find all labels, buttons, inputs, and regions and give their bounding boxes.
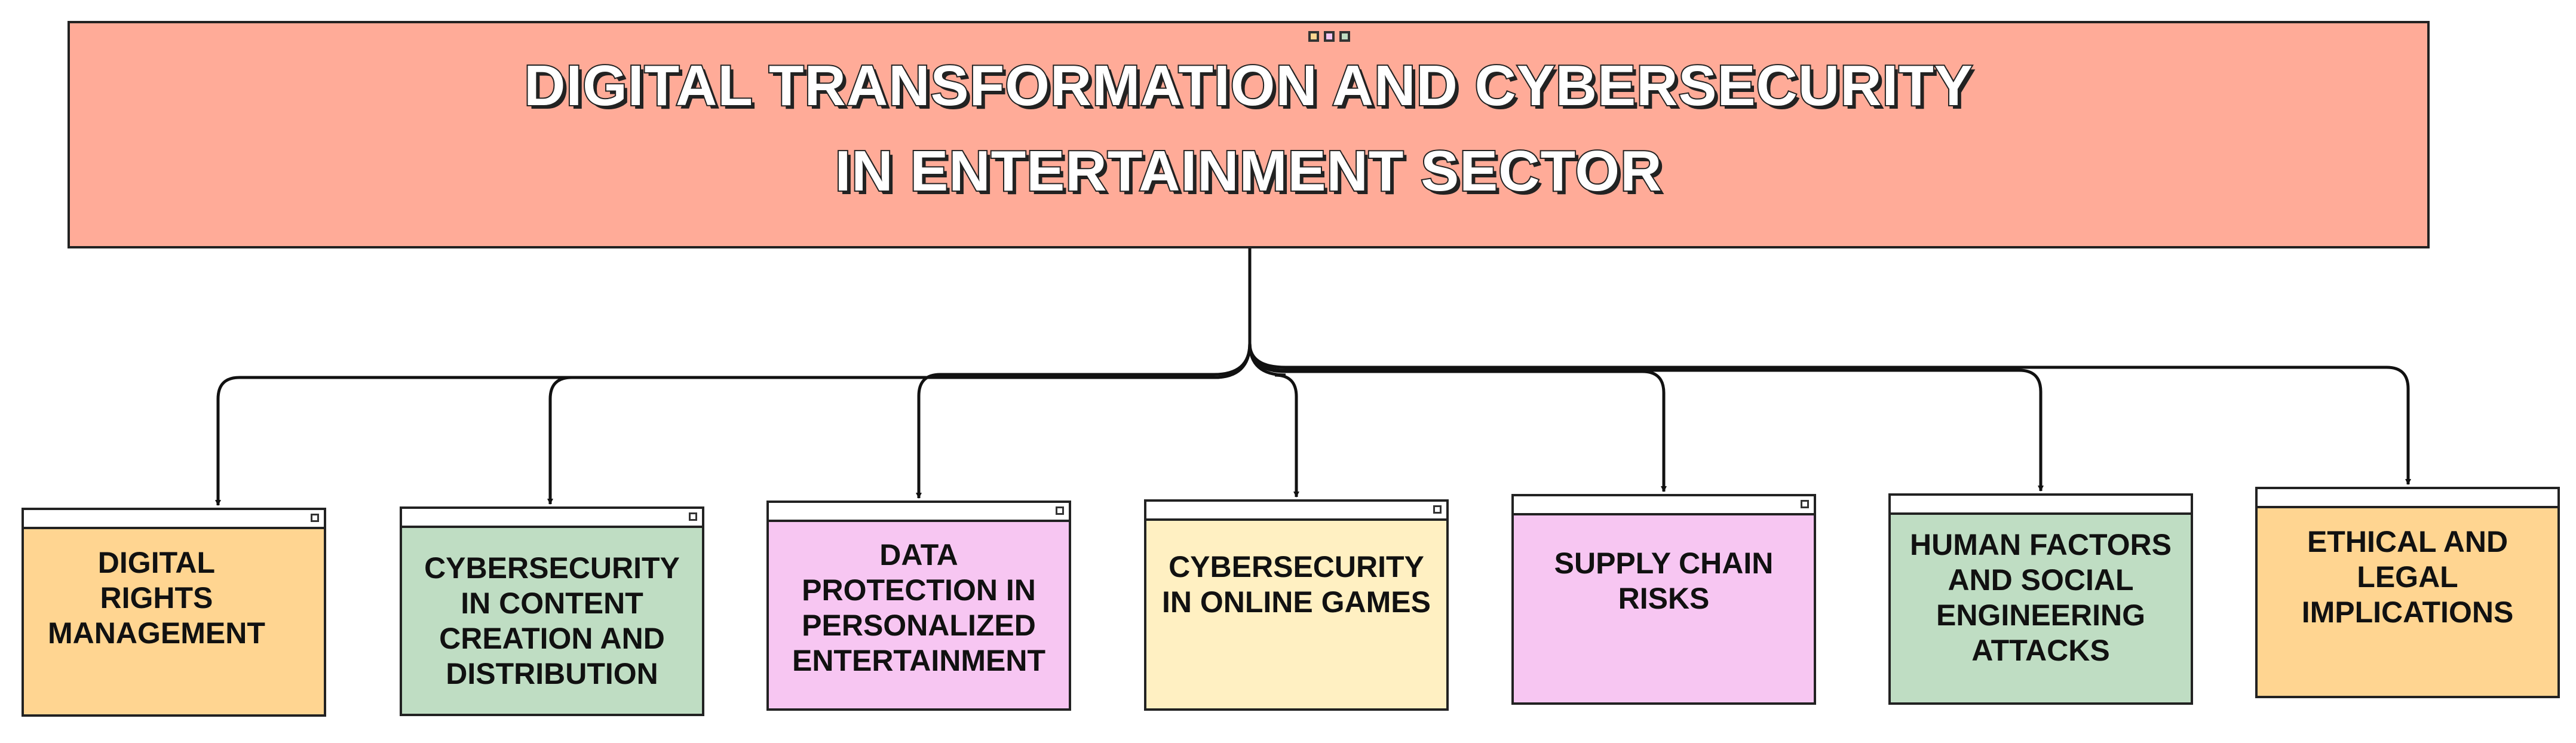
title-line-2: IN ENTERTAINMENT SECTOR [834, 138, 1663, 204]
topic-card-content-creation[interactable]: CYBERSECURITY IN CONTENT CREATION AND DI… [400, 506, 704, 716]
card-label: ETHICAL AND LEGAL IMPLICATIONS [2301, 524, 2514, 629]
central-topic[interactable]: DIGITAL TRANSFORMATION AND CYBERSECURITY… [68, 21, 2430, 248]
topic-card-data-protection[interactable]: DATA PROTECTION IN PERSONALIZED ENTERTAI… [766, 501, 1071, 711]
card-label: SUPPLY CHAIN RISKS [1554, 546, 1774, 615]
window-square-icon [311, 514, 319, 522]
card-header-bar [769, 503, 1069, 522]
window-square-icon [1056, 506, 1064, 515]
topic-card-digital-rights-management[interactable]: DIGITAL RIGHTS MANAGEMENT [22, 508, 326, 717]
connector-arrow [547, 343, 1252, 505]
card-header-bar [24, 510, 324, 529]
decorative-squares [1308, 31, 1350, 42]
card-label: CYBERSECURITY IN ONLINE GAMES [1161, 550, 1431, 619]
card-header-bar [1146, 502, 1446, 521]
card-label: HUMAN FACTORS AND SOCIAL ENGINEERING ATT… [1910, 528, 2172, 667]
card-label: CYBERSECURITY IN CONTENT CREATION AND DI… [424, 551, 680, 690]
topic-card-human-factors[interactable]: HUMAN FACTORS AND SOCIAL ENGINEERING ATT… [1888, 493, 2193, 705]
topic-card-supply-chain-risks[interactable]: SUPPLY CHAIN RISKS [1511, 494, 1816, 705]
connector-arrow [1248, 343, 2411, 485]
topic-card-ethical-legal[interactable]: ETHICAL AND LEGAL IMPLICATIONS [2255, 487, 2560, 698]
connector-arrow [215, 343, 1252, 506]
card-header-bar [402, 509, 702, 528]
window-square-icon [1433, 505, 1442, 514]
decorative-square-icon [1308, 31, 1319, 42]
card-label: DIGITAL RIGHTS MANAGEMENT [48, 545, 265, 650]
window-square-icon [1801, 500, 1809, 508]
title-line-1: DIGITAL TRANSFORMATION AND CYBERSECURITY [523, 53, 1974, 119]
card-label: DATA PROTECTION IN PERSONALIZED ENTERTAI… [792, 538, 1046, 677]
topic-card-online-games[interactable]: CYBERSECURITY IN ONLINE GAMES [1144, 499, 1449, 711]
connector-arrow [916, 343, 1252, 499]
decorative-square-icon [1339, 31, 1350, 42]
connector-arrow [1248, 343, 2044, 492]
card-header-bar [1891, 496, 2191, 515]
card-header-bar [1514, 496, 1814, 515]
connector-arrow [1248, 343, 1667, 492]
window-square-icon [689, 512, 697, 521]
decorative-square-icon [1324, 31, 1335, 42]
card-header-bar [2258, 489, 2557, 508]
